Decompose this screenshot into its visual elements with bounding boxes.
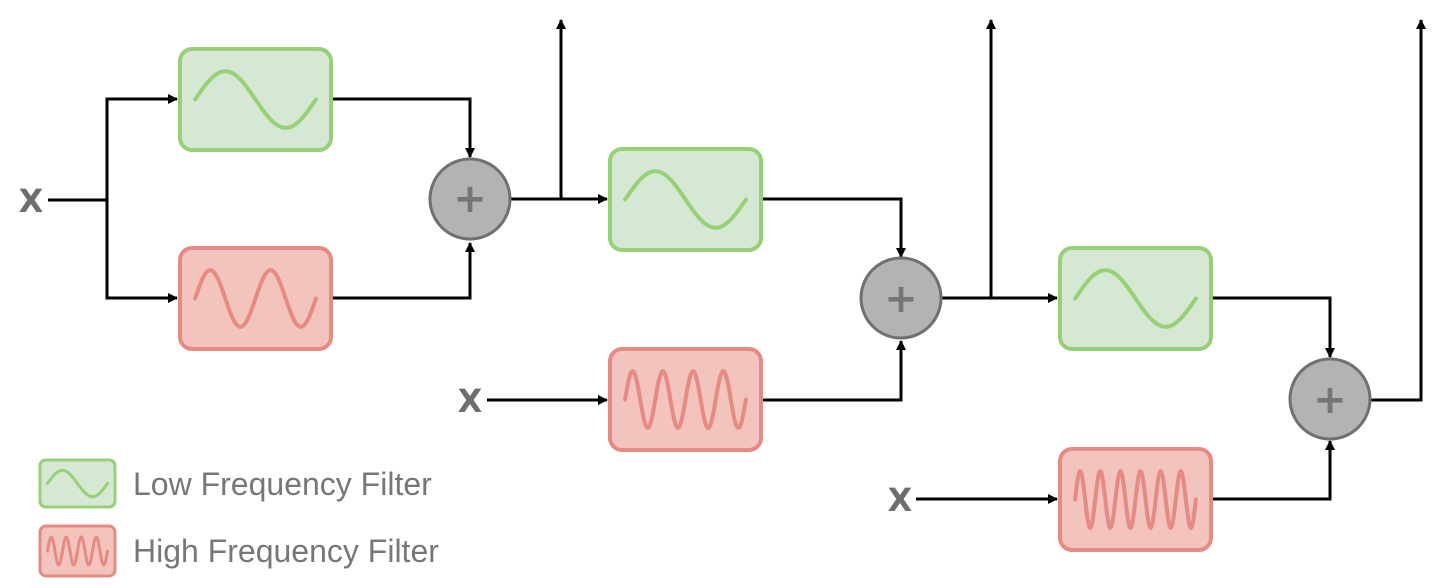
legend-low-frequency-label: Low Frequency Filter <box>133 466 432 502</box>
arrow-low2-to-adder2 <box>763 197 906 258</box>
sine-wave-icon <box>46 535 109 567</box>
input-label-x-2: X <box>458 382 483 420</box>
arrow-low1-to-adder1 <box>333 97 475 158</box>
arrow-high1-to-adder1 <box>333 242 475 300</box>
adder-circle <box>428 157 512 241</box>
low-frequency-filter-2 <box>608 147 763 252</box>
adder-1: + <box>428 157 512 241</box>
sine-wave-icon <box>1073 468 1198 531</box>
adder-circle <box>859 256 943 340</box>
input-label-x-1: X <box>19 182 44 220</box>
sine-wave-icon <box>623 169 748 230</box>
legend-high-frequency-swatch <box>38 524 117 578</box>
arrow-high2-to-adder2 <box>763 340 906 402</box>
arrow-x-to-low1 <box>105 94 178 200</box>
legend: Low Frequency Filter High Frequency Filt… <box>38 458 439 578</box>
arrow-low3-to-adder3 <box>1213 296 1335 358</box>
arrow-high3-to-adder3 <box>1213 440 1335 501</box>
high-frequency-filter-2 <box>608 347 763 452</box>
sine-wave-icon <box>193 69 318 130</box>
adder-circle <box>1288 357 1372 441</box>
adder-3: + <box>1288 357 1372 441</box>
input-label-x-3: X <box>888 481 913 519</box>
high-frequency-filter-3 <box>1058 447 1213 552</box>
low-frequency-filter-3 <box>1058 246 1213 351</box>
arrow-x-to-high1 <box>105 200 178 303</box>
adder-2: + <box>859 256 943 340</box>
sine-wave-icon <box>1073 268 1198 329</box>
sine-wave-icon <box>193 268 318 329</box>
high-frequency-filter-1 <box>178 246 333 351</box>
connectors <box>48 19 1426 504</box>
legend-high-frequency-label: High Frequency Filter <box>133 533 439 569</box>
output-arrow-3 <box>1371 19 1426 402</box>
low-frequency-filter-1 <box>178 47 333 152</box>
legend-low-frequency-swatch <box>38 458 117 509</box>
plus-icon: + <box>453 176 487 222</box>
plus-icon: + <box>884 276 918 322</box>
sine-wave-icon <box>46 468 109 499</box>
plus-icon: + <box>1313 377 1347 423</box>
sine-wave-icon <box>623 369 748 430</box>
